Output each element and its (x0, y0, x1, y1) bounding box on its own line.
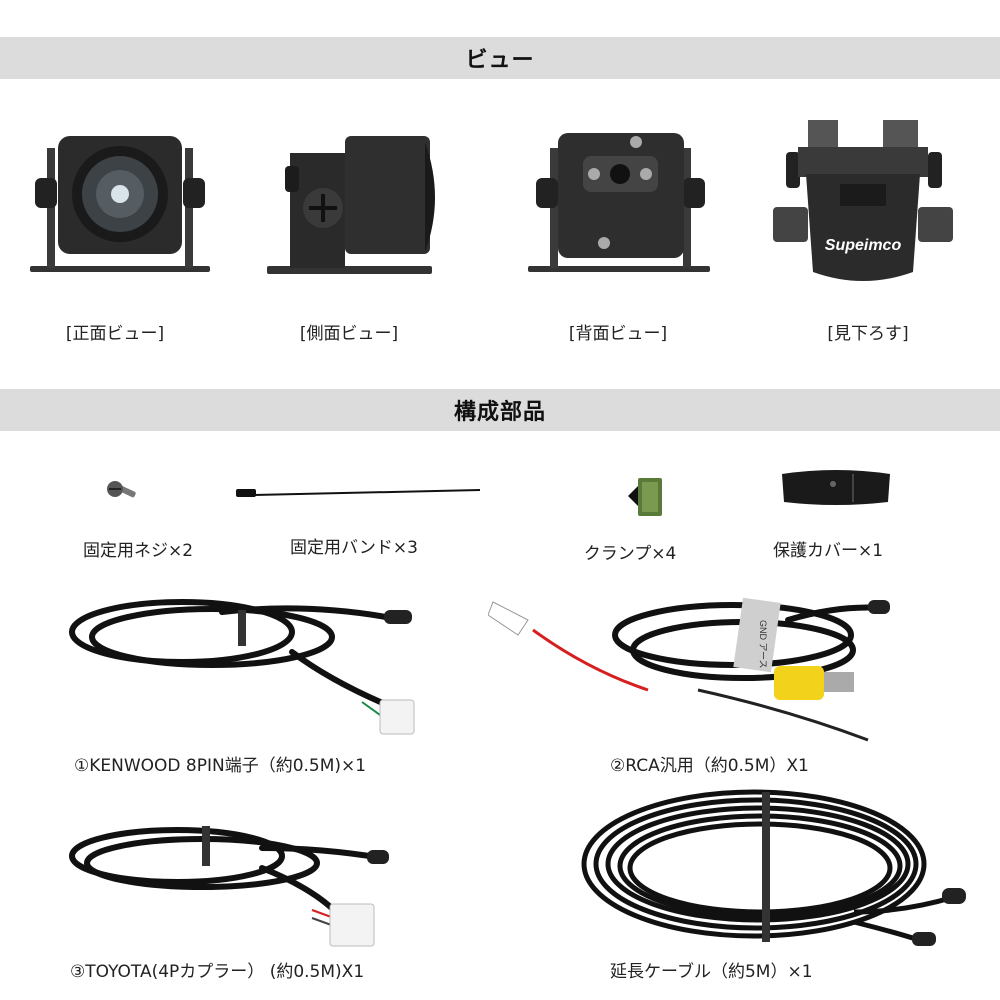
camera-front-image (25, 128, 215, 278)
section-header-view: ビュー (0, 37, 1000, 79)
gnd-tag-label: GND アース (758, 620, 768, 669)
rca-cable-image: GND アース (488, 590, 898, 752)
caption-screw: 固定用ネジ×2 (82, 541, 194, 561)
kenwood-cable-image (62, 592, 422, 752)
caption-extension-cable: 延長ケーブル（約5M）×1 (610, 962, 813, 982)
camera-top-image: Supeimco (768, 112, 958, 297)
clamp-image (624, 472, 666, 520)
caption-side-view: [側面ビュー] (299, 324, 399, 344)
caption-protective-cover: 保護カバー×1 (772, 541, 884, 561)
extension-cable-image (574, 782, 974, 954)
caption-rca-cable: ②RCA汎用（約0.5M）X1 (610, 756, 809, 776)
caption-back-view: [背面ビュー] (568, 324, 668, 344)
camera-back-image (528, 128, 718, 278)
caption-clamp: クランプ×4 (583, 544, 677, 564)
protective-cover-image (778, 466, 894, 508)
section-title-view: ビュー (465, 48, 535, 73)
caption-front-view: [正面ビュー] (65, 324, 165, 344)
caption-top-view: [見下ろす] (827, 324, 909, 344)
section-header-parts: 構成部品 (0, 389, 1000, 431)
camera-side-image (265, 128, 445, 278)
camera-brand-logo: Supeimco (825, 237, 902, 254)
caption-cable-tie: 固定用バンド×3 (290, 538, 418, 558)
caption-toyota-cable: ③TOYOTA(4Pカプラー） (約0.5M)X1 (70, 962, 365, 982)
caption-kenwood-cable: ①KENWOOD 8PIN端子（約0.5M)×1 (74, 756, 367, 776)
toyota-cable-image (62, 818, 392, 956)
screw-image (104, 478, 140, 506)
cable-tie-image (234, 484, 484, 500)
section-title-parts: 構成部品 (453, 400, 546, 425)
